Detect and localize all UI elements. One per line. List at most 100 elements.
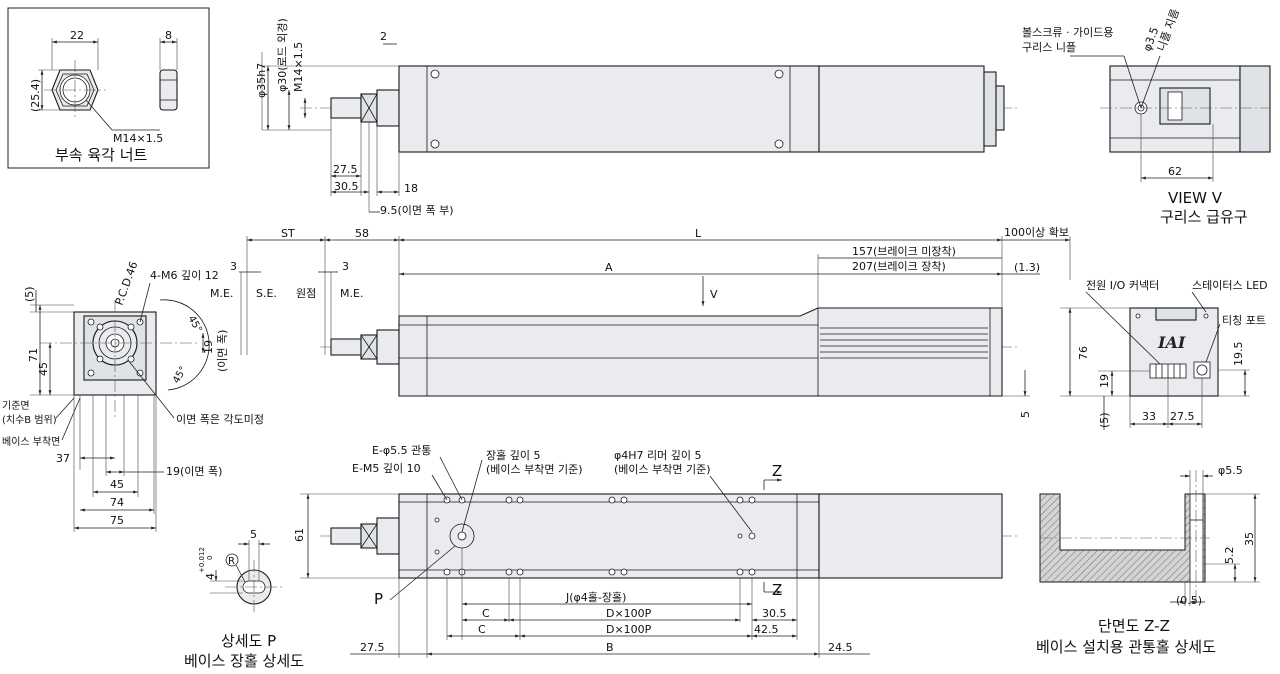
nut-thick-dim: 8 bbox=[165, 29, 172, 42]
dim-76: 76 bbox=[1077, 346, 1090, 360]
dim-30-5-bottom: 30.5 bbox=[762, 607, 787, 620]
e55-label: E-φ5.5 관통 bbox=[372, 444, 431, 457]
dim-5-front: (5) bbox=[23, 286, 36, 302]
ref-plane-label-2: (치수B 범위) bbox=[2, 413, 57, 426]
status-led-icon bbox=[1203, 313, 1209, 319]
me-label-2: M.E. bbox=[340, 287, 363, 300]
dim-37: 37 bbox=[56, 452, 70, 465]
dim-27-5-bottom: 27.5 bbox=[360, 641, 385, 654]
section-zz: φ5.5 35 5.2 (0.5) 단면도 Z-Z 베이스 설치용 관통홀 상세… bbox=[1036, 464, 1260, 656]
detail-p-title: 상세도 P bbox=[221, 632, 276, 650]
zz-title: 단면도 Z-Z bbox=[1098, 617, 1170, 635]
dim-18: 18 bbox=[404, 182, 418, 195]
detail-p-radius: R bbox=[228, 556, 235, 567]
main-side-view: ST 58 L 100이상 확보 157(브레이크 미장착) 207(브레이크 … bbox=[210, 226, 1071, 418]
dim-5-main: 5 bbox=[1019, 411, 1032, 418]
detail-p-tol-sup: +0.012 bbox=[198, 547, 206, 573]
ream-label: φ4H7 리머 깊이 5 bbox=[614, 449, 702, 462]
actuator-body-top bbox=[398, 65, 820, 153]
ref-plane-label: 기준면 bbox=[2, 400, 30, 412]
base-mount-label: 베이스 부착면 bbox=[2, 436, 60, 448]
dim-D2: D×100P bbox=[606, 623, 652, 636]
dim-100: 100이상 확보 bbox=[1004, 226, 1069, 239]
dim-L: L bbox=[695, 227, 702, 240]
home-label: 원점 bbox=[296, 287, 316, 300]
zz-dim-5-2: 5.2 bbox=[1223, 547, 1236, 565]
section-hatch bbox=[1039, 493, 1206, 583]
nut-view: 22 8 (25.4) M14×1.5 부속 육각 너트 bbox=[7, 7, 210, 169]
dim-phi35: φ35h7 bbox=[255, 63, 268, 98]
section-z-top: Z bbox=[772, 462, 782, 480]
dim-45-bottom: 45 bbox=[110, 478, 124, 491]
detail-p-marker: P bbox=[374, 590, 383, 608]
me-label-1: M.E. bbox=[210, 287, 233, 300]
detail-p: 5 4 +0.012 0 R 상세도 P 베이스 장홀 상세도 bbox=[184, 528, 304, 670]
dim-19-front: 19 bbox=[202, 340, 215, 354]
connector-label: 전원 I/O 커넥터 bbox=[1086, 279, 1159, 292]
grease-label-1: 볼스크류 · 가이드용 bbox=[1022, 26, 1113, 39]
dim-19-back: (이면 폭) bbox=[216, 330, 229, 372]
dim-74: 74 bbox=[110, 496, 124, 509]
dim-62: 62 bbox=[1168, 165, 1182, 178]
dim-75: 75 bbox=[110, 514, 124, 527]
iai-logo: IAI bbox=[1157, 333, 1186, 352]
dim-30-5: 30.5 bbox=[334, 180, 359, 193]
dim-9-5: 9.5(이면 폭 부) bbox=[380, 204, 454, 217]
dim-D1: D×100P bbox=[606, 607, 652, 620]
dim-19-5: 19.5 bbox=[1232, 342, 1245, 367]
nut-width-dim: 22 bbox=[70, 29, 84, 42]
m6-label: 4-M6 깊이 12 bbox=[150, 269, 219, 282]
dim-24-5: 24.5 bbox=[828, 641, 853, 654]
dim-71: 71 bbox=[27, 348, 40, 362]
angle-45b: 45° bbox=[171, 365, 189, 386]
dim-42-5: 42.5 bbox=[754, 623, 779, 636]
view-v-title: VIEW V bbox=[1168, 189, 1223, 207]
dim-3a: 3 bbox=[230, 260, 237, 273]
dim-19-width: 19(이면 폭) bbox=[166, 465, 222, 478]
dim-C1: C bbox=[482, 607, 490, 620]
dim-2: 2 bbox=[380, 30, 387, 43]
detail-p-dim-5: 5 bbox=[250, 528, 257, 541]
dim-207: 207(브레이크 장착) bbox=[852, 260, 946, 273]
dim-st: ST bbox=[281, 227, 295, 240]
led-label: 스테이터스 LED bbox=[1192, 279, 1268, 292]
detail-p-subtitle: 베이스 장홀 상세도 bbox=[184, 652, 304, 670]
nut-view-title: 부속 육각 너트 bbox=[55, 146, 148, 164]
zz-subtitle: 베이스 설치용 관통홀 상세도 bbox=[1036, 638, 1216, 656]
em5-label: E-M5 깊이 10 bbox=[352, 462, 421, 475]
teach-label: 티칭 포트 bbox=[1222, 314, 1266, 327]
pcd-label: P.C.D.46 bbox=[113, 260, 141, 307]
dim-1-3: (1.3) bbox=[1014, 261, 1040, 274]
dim-phi30: φ30(로드 외경) bbox=[276, 18, 289, 92]
section-z-bottom: Z bbox=[772, 581, 782, 599]
zz-dim-0-5: (0.5) bbox=[1176, 594, 1202, 607]
right-end-view: IAI 전원 I/O 커넥터 스테이터스 LED 티칭 포트 76 19.5 1… bbox=[1060, 279, 1268, 430]
mount-holes bbox=[434, 496, 756, 576]
dim-B: B bbox=[606, 641, 614, 654]
nut-height-dim: (25.4) bbox=[29, 79, 42, 112]
angle-45a: 45° bbox=[185, 314, 203, 335]
slot-label-2: (베이스 부착면 기준) bbox=[486, 463, 583, 476]
se-label: S.E. bbox=[256, 287, 277, 300]
dim-61: 61 bbox=[293, 528, 306, 542]
dim-45-front: 45 bbox=[37, 362, 50, 376]
dim-m14: M14×1.5 bbox=[292, 42, 305, 92]
view-v-subtitle: 구리스 급유구 bbox=[1160, 208, 1248, 226]
dim-J: J(φ4홀-장홀) bbox=[565, 591, 626, 604]
zz-dim-35: 35 bbox=[1243, 532, 1256, 546]
dim-33: 33 bbox=[1142, 410, 1156, 423]
angle-undefined-label: 이면 폭은 각도미정 bbox=[176, 413, 264, 426]
dim-A: A bbox=[605, 261, 613, 274]
view-v-arrow-label: V bbox=[710, 288, 718, 301]
nut-thread-label: M14×1.5 bbox=[113, 132, 163, 145]
dim-58: 58 bbox=[355, 227, 369, 240]
zz-phi55: φ5.5 bbox=[1218, 464, 1243, 477]
controller-face bbox=[1129, 307, 1219, 397]
grease-label-2: 구리스 니플 bbox=[1022, 41, 1076, 54]
detail-p-tol-sub: 0 bbox=[206, 556, 214, 560]
motor-fins bbox=[820, 327, 988, 359]
dim-27-5-end: 27.5 bbox=[1170, 410, 1195, 423]
front-end-view: P.C.D.46 4-M6 깊이 12 45° 45° (5) 71 45 19… bbox=[2, 260, 264, 532]
slot-label: 장홀 깊이 5 bbox=[486, 449, 540, 462]
